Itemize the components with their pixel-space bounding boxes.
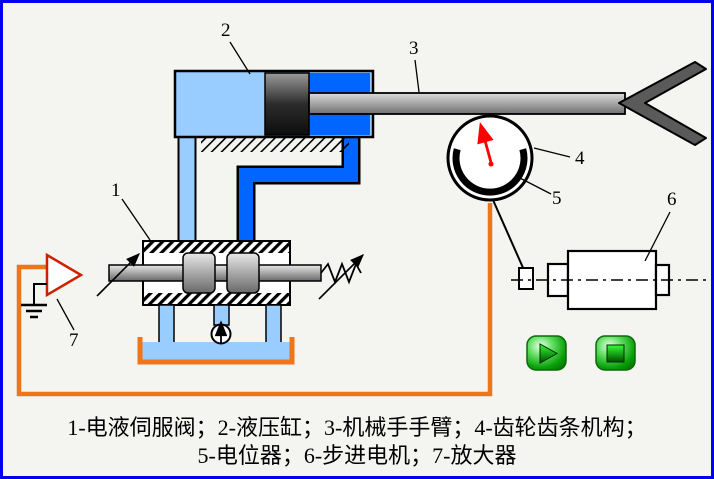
label-1: 1 [111,180,121,201]
amplifier [21,252,84,319]
pipe-right-outline [236,137,361,242]
ground-symbol [21,303,47,319]
leader-7 [56,298,75,331]
label-4: 4 [575,148,585,169]
valve-spring [320,261,362,285]
spool-land-left [182,252,216,294]
gripper [618,61,707,146]
valve-arrow-right [318,254,364,300]
leader-6 [644,211,671,262]
stepper-motor [492,199,711,311]
caption: 1-电液伺服阀；2-液压缸；3-机械手手臂；4-齿轮齿条机构； 5-电位器；6-… [3,414,711,470]
mount-hatch [201,138,349,152]
leader-1 [121,198,151,241]
stop-icon [606,344,625,363]
callout-lines [56,41,671,331]
needle-pivot [488,161,494,167]
caption-line-1: 1-电液伺服阀；2-液压缸；3-机械手手臂；4-齿轮齿条机构； [67,415,647,440]
label-6: 6 [667,189,677,210]
rack-rod [308,92,626,115]
gear-rack-mechanism [446,114,534,202]
hydraulic-pipes [177,137,361,242]
diagram-svg: 1 2 3 4 5 6 7 [16,20,711,397]
drain-pipe-left [158,304,175,344]
amplifier-triangle [45,252,84,298]
valve-hatch-bottom [144,293,289,304]
callout-labels: 1 2 3 4 5 6 7 [69,20,677,351]
tank-fluid [140,342,292,362]
pipe-right [239,137,358,242]
piston [264,72,310,136]
label-2: 2 [221,20,231,41]
play-icon [539,343,559,364]
leader-2 [229,41,251,75]
label-7: 7 [69,330,79,351]
pot-motor-link [492,199,525,271]
pointer-needle [477,121,494,167]
ground-lead [33,283,47,305]
label-3: 3 [409,38,419,59]
spool-land-right [226,252,260,294]
drain-pipe-right [265,304,282,344]
play-button[interactable] [526,335,567,371]
feedback-wire [16,203,493,397]
leader-3 [414,59,420,93]
leader-4 [533,147,571,158]
valve-arrow-left [96,253,140,297]
tank-outline [137,337,295,365]
potentiometer-track [452,148,528,196]
manipulator-arm [308,61,707,146]
label-5: 5 [552,188,562,209]
feedback-wire-path [16,203,493,397]
mount-hatch-area [201,138,349,152]
leader-5 [515,175,552,195]
shaft-coupling [518,267,534,290]
caption-line-2: 5-电位器；6-步进电机；7-放大器 [197,443,517,468]
valve-hatch-top [144,242,289,253]
tank-and-pump [137,304,295,365]
servo-valve [96,240,364,306]
stop-button[interactable] [595,335,636,371]
